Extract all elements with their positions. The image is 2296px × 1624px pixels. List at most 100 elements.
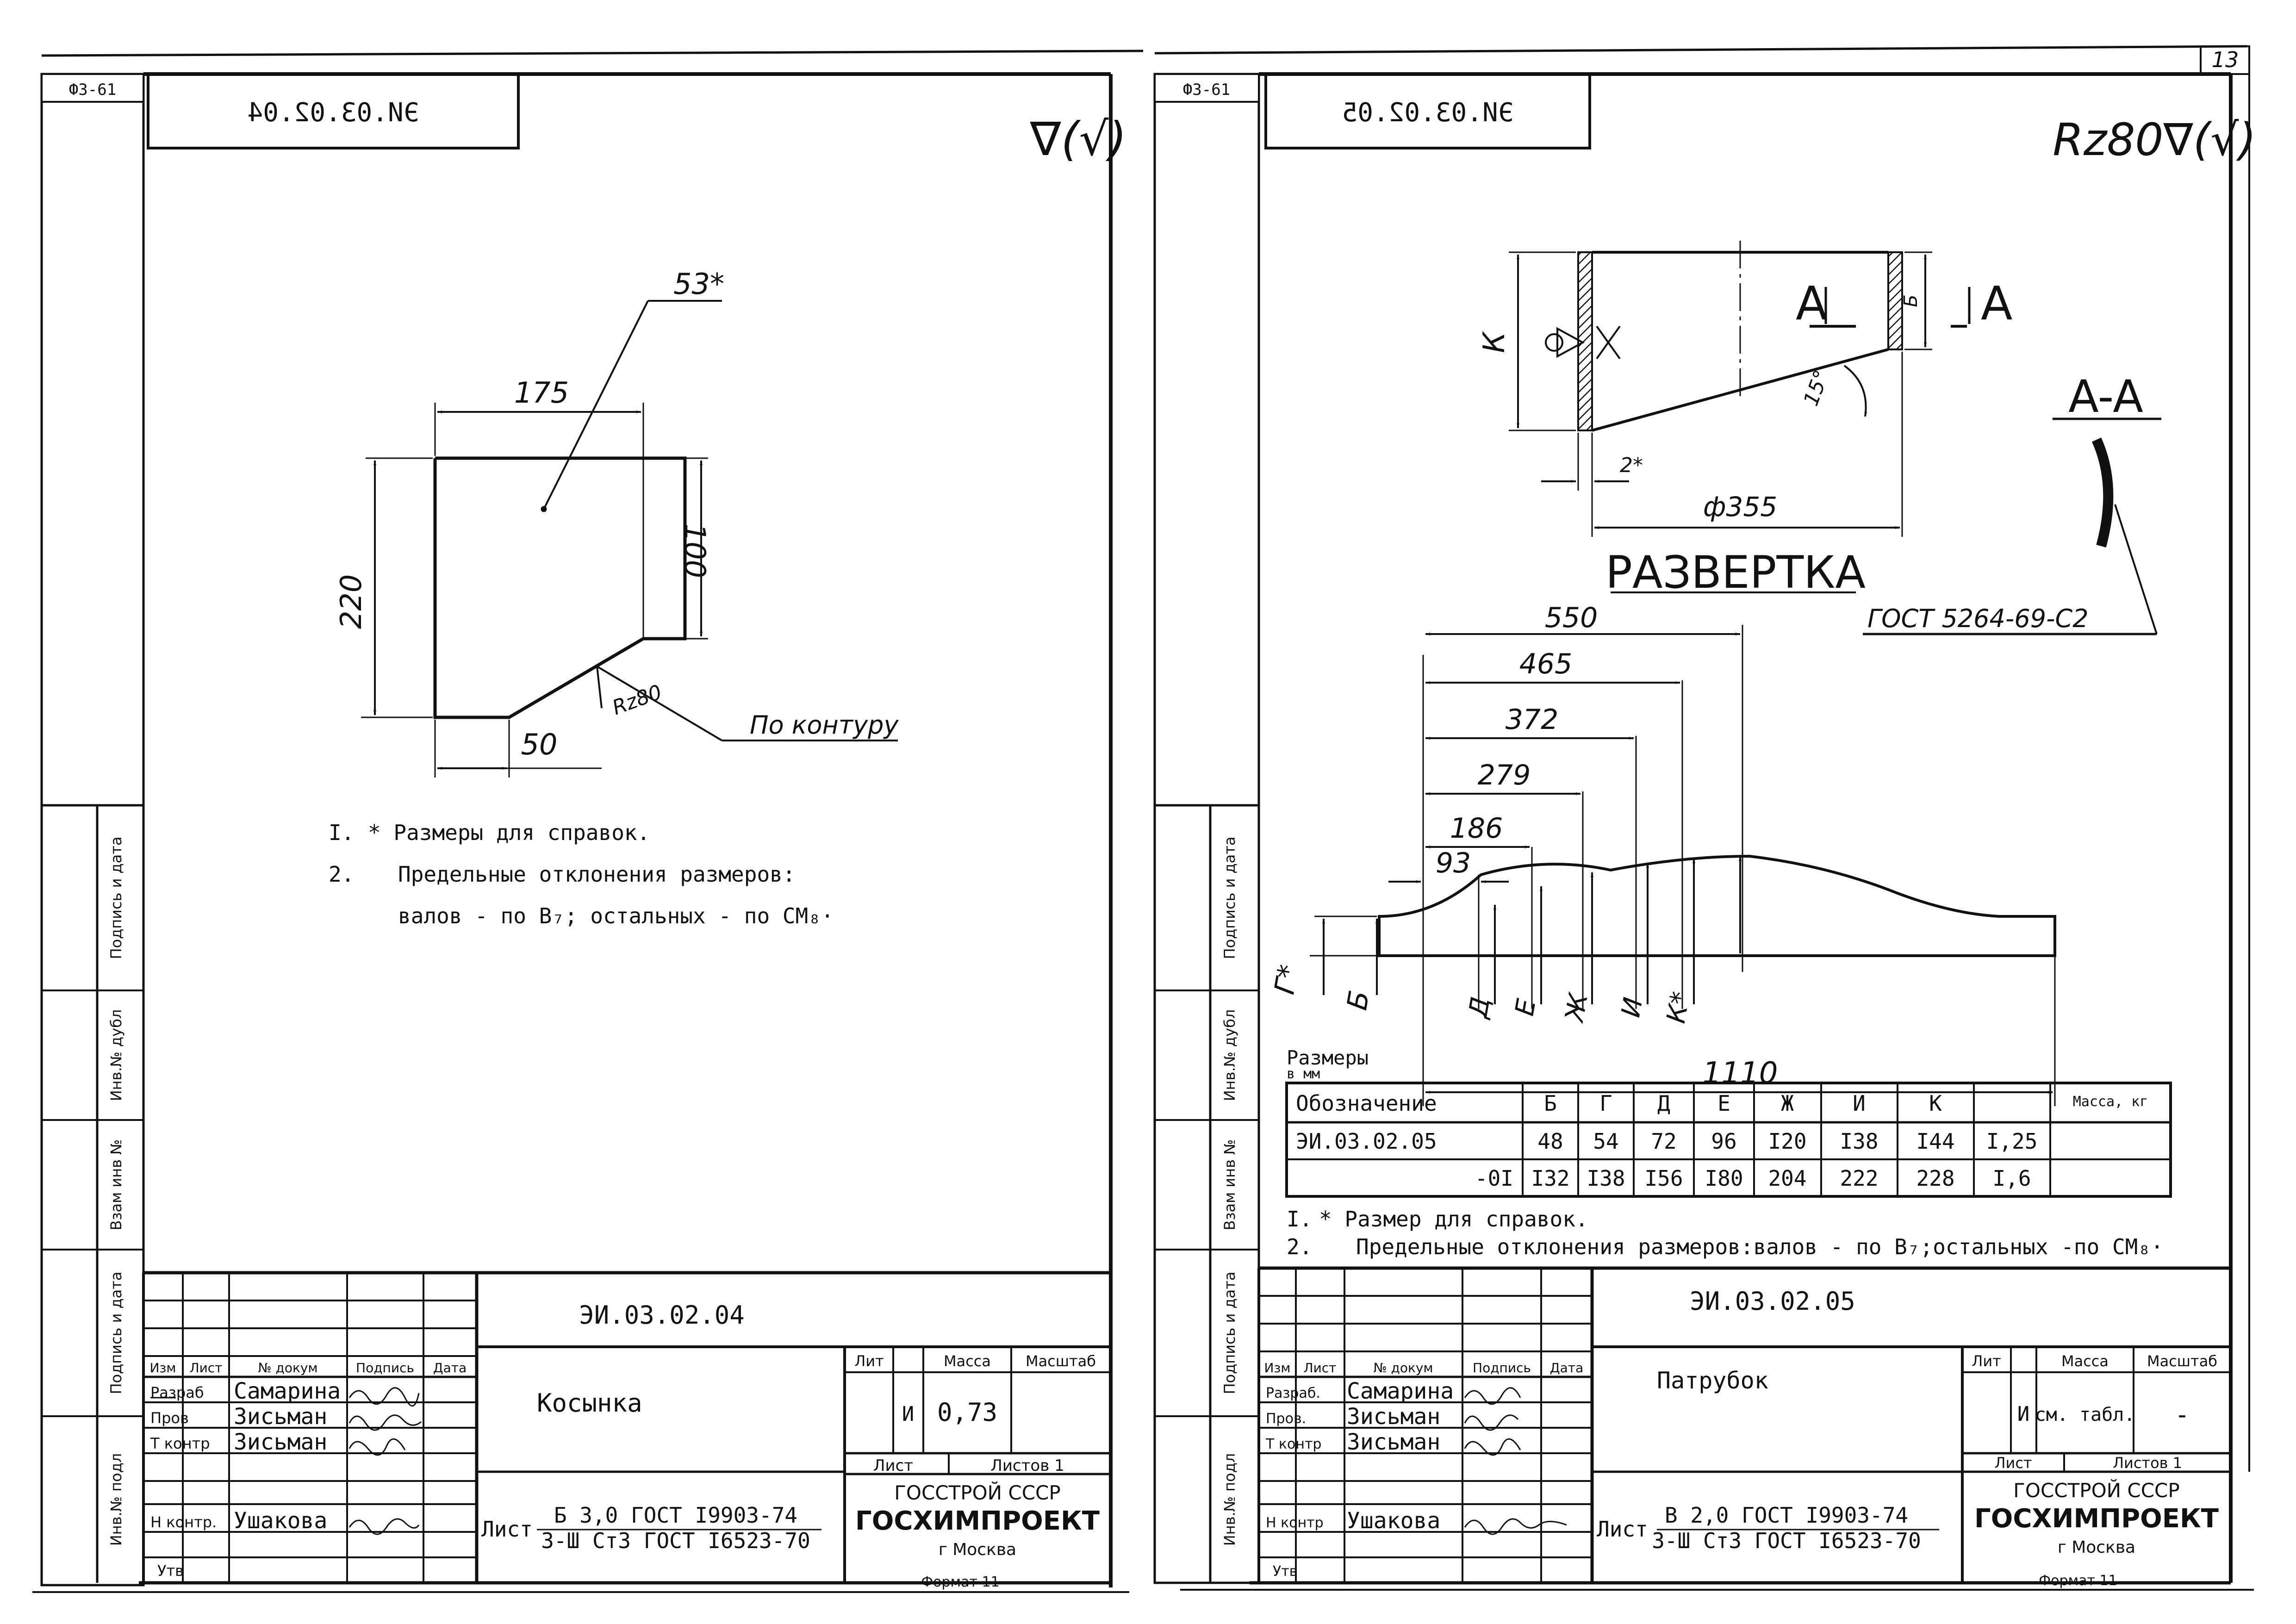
svg-text:Б: Б — [1341, 988, 1376, 1013]
svg-text:48: 48 — [1537, 1129, 1563, 1154]
svg-text:Зисьман: Зисьман — [1347, 1404, 1440, 1430]
signatures — [348, 1387, 1567, 1535]
side-labels-left: Подпись и дата Инв.№ дубл Взам инв № Под… — [107, 836, 125, 1546]
svg-text:I.: I. — [1287, 1207, 1312, 1232]
svg-text:-: - — [2175, 1400, 2190, 1429]
svg-text:Н контр.: Н контр. — [150, 1513, 217, 1531]
svg-text:3-Ш Ст3 ГОСТ I6523-70: 3-Ш Ст3 ГОСТ I6523-70 — [541, 1528, 810, 1553]
development-letters: Г* Б Д Е Ж И К* — [1268, 962, 1696, 1026]
dim-355: ф355 — [1703, 491, 1777, 523]
razvertka-label: РАЗВЕРТКА — [1605, 547, 1866, 598]
svg-text:Разраб: Разраб — [150, 1384, 204, 1401]
svg-text:Лист: Лист — [1304, 1360, 1337, 1375]
svg-text:Ушакова: Ушакова — [234, 1508, 327, 1534]
svg-text:см. табл.: см. табл. — [2035, 1404, 2135, 1425]
svg-text:I32: I32 — [1531, 1166, 1569, 1191]
svg-text:ГОССТРОЙ СССР: ГОССТРОЙ СССР — [894, 1481, 1060, 1504]
section-title: A-A — [2068, 371, 2143, 423]
svg-text:Масса: Масса — [2061, 1352, 2109, 1370]
format-code-left: Ф3-61 — [69, 81, 116, 99]
svg-text:Д: Д — [1657, 1091, 1670, 1116]
part-name-right: Патрубок — [1657, 1367, 1768, 1394]
svg-text:93: 93 — [1436, 847, 1471, 879]
svg-text:Формат 11: Формат 11 — [2039, 1573, 2117, 1589]
title-block-right — [1259, 1266, 2231, 1583]
svg-text:2.: 2. — [329, 862, 354, 887]
svg-text:Пров: Пров — [150, 1409, 189, 1427]
dim-220: 220 — [334, 574, 368, 629]
title-block-left-text: ЭИ.03.02.04 Косынка Изм Лист № докум Под… — [150, 1300, 1100, 1590]
svg-text:54: 54 — [1593, 1129, 1618, 1154]
svg-text:Лист: Лист — [190, 1360, 223, 1375]
svg-text:Инв.№ дубл: Инв.№ дубл — [1221, 1009, 1238, 1101]
svg-text:И: И — [1616, 996, 1649, 1020]
svg-text:ГОССТРОЙ СССР: ГОССТРОЙ СССР — [2013, 1479, 2179, 1502]
svg-text:Взам инв №: Взам инв № — [107, 1139, 125, 1231]
mirrored-code-right: ЭИ.03.02.05 — [1342, 98, 1514, 128]
svg-text:Зисьман: Зисьман — [1347, 1429, 1440, 1455]
sizes-caption-2: в мм — [1287, 1066, 1320, 1082]
svg-text:Утв: Утв — [1273, 1563, 1297, 1580]
development-dims: 550 465 372 279 186 93 1110 — [1436, 602, 1778, 1090]
svg-text:Подпись и дата: Подпись и дата — [1221, 836, 1238, 959]
svg-text:№ докум: № докум — [1373, 1360, 1433, 1375]
svg-text:465: 465 — [1519, 648, 1573, 680]
part-name-left: Косынка — [537, 1388, 642, 1418]
svg-text:ГОСХИМПРОЕКТ: ГОСХИМПРОЕКТ — [1974, 1504, 2219, 1534]
svg-text:Н контр: Н контр — [1266, 1515, 1324, 1531]
svg-text:Утв: Утв — [157, 1562, 184, 1580]
svg-text:Ж: Ж — [1559, 990, 1594, 1025]
svg-text:Предельные отклонения размеров: Предельные отклонения размеров:валов - п… — [1356, 1234, 2164, 1259]
svg-text:В 2,0 ГОСТ I9903-74: В 2,0 ГОСТ I9903-74 — [1665, 1503, 1908, 1528]
svg-text:I56: I56 — [1644, 1166, 1683, 1191]
svg-text:I38: I38 — [1840, 1129, 1878, 1154]
svg-text:г Москва: г Москва — [2058, 1538, 2135, 1557]
svg-text:ГОСХИМПРОЕКТ: ГОСХИМПРОЕКТ — [855, 1506, 1100, 1536]
svg-text:Подпись и дата: Подпись и дата — [107, 836, 125, 959]
svg-text:279: 279 — [1478, 759, 1531, 791]
svg-text:* Размер для справок.: * Размер для справок. — [1319, 1207, 1588, 1232]
format-code-box-right — [1154, 73, 1260, 103]
dim-k: К — [1477, 331, 1512, 353]
svg-text:К*: К* — [1661, 989, 1696, 1026]
svg-text:186: 186 — [1450, 812, 1503, 845]
svg-text:Г: Г — [1599, 1091, 1612, 1116]
svg-text:Предельные отклонения размеров: Предельные отклонения размеров: — [398, 862, 796, 887]
dim-50: 50 — [521, 728, 558, 761]
svg-text:I80: I80 — [1705, 1166, 1743, 1191]
svg-text:I20: I20 — [1768, 1129, 1806, 1154]
svg-text:И: И — [1853, 1091, 1866, 1116]
svg-text:Подпись и дата: Подпись и дата — [107, 1271, 125, 1394]
section-label-a2: A — [1981, 276, 2012, 330]
designation-right: ЭИ.03.02.05 — [1690, 1287, 1855, 1316]
svg-text:Инв.№ подл: Инв.№ подл — [1221, 1453, 1238, 1546]
svg-text:222: 222 — [1840, 1166, 1878, 1191]
roughness-mark-right: Rz80∇(√) — [2053, 114, 2256, 166]
svg-text:1110: 1110 — [1703, 1056, 1778, 1090]
svg-text:-0I: -0I — [1475, 1166, 1513, 1191]
svg-text:Лист: Лист — [1994, 1454, 2032, 1472]
page-number: 13 — [2212, 47, 2239, 72]
svg-text:Масштаб: Масштаб — [2147, 1352, 2217, 1370]
dim-2: 2* — [1620, 454, 1643, 477]
svg-text:Д: Д — [1462, 995, 1496, 1021]
svg-text:* Размеры для справок.: * Размеры для справок. — [368, 820, 650, 845]
designation-left: ЭИ.03.02.04 — [579, 1300, 745, 1330]
svg-text:Формат 11: Формат 11 — [921, 1574, 999, 1590]
svg-text:И: И — [902, 1402, 915, 1426]
contour-label: По контуру — [750, 710, 899, 740]
svg-text:Т контр: Т контр — [1265, 1436, 1321, 1452]
roughness-mark-left: ∇(√) — [1030, 112, 1127, 166]
svg-text:204: 204 — [1768, 1166, 1806, 1191]
svg-text:Зисьман: Зисьман — [234, 1429, 327, 1455]
format-code-box-left — [41, 73, 144, 103]
svg-text:Е: Е — [1717, 1091, 1730, 1116]
svg-text:Е: Е — [1510, 996, 1542, 1018]
sizes-caption: Размеры — [1287, 1046, 1369, 1069]
svg-text:Пров.: Пров. — [1266, 1411, 1306, 1427]
svg-text:№ докум: № докум — [258, 1360, 317, 1375]
svg-text:Взам инв №: Взам инв № — [1221, 1139, 1238, 1231]
notes-right: I. * Размер для справок. 2. Предельные о… — [1287, 1207, 2164, 1259]
sizes-table: Обозначение Б Г Д Е Ж И К Масса, кг ЭИ.0… — [1296, 1091, 2148, 1191]
svg-text:Изм: Изм — [1264, 1360, 1291, 1375]
